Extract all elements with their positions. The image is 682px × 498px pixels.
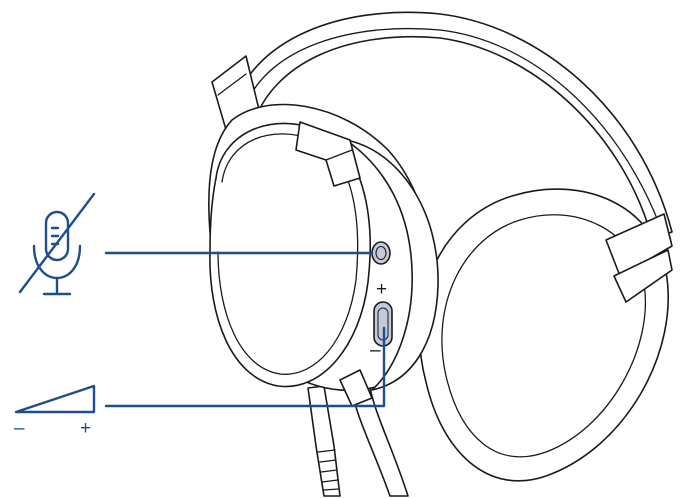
right-ear-cup <box>418 188 673 482</box>
rocker-minus-sign: – <box>370 340 381 361</box>
microphone-muted-icon <box>18 192 96 296</box>
volume-minus-label: – <box>14 418 25 439</box>
volume-callout-line <box>104 326 386 408</box>
volume-plus-label: + <box>80 418 91 439</box>
left-ear-cup <box>208 103 439 392</box>
rocker-plus-sign: + <box>376 279 387 300</box>
mic-mute-button[interactable] <box>371 241 391 265</box>
cable-jack <box>339 369 373 407</box>
volume-ramp-icon <box>14 384 96 414</box>
